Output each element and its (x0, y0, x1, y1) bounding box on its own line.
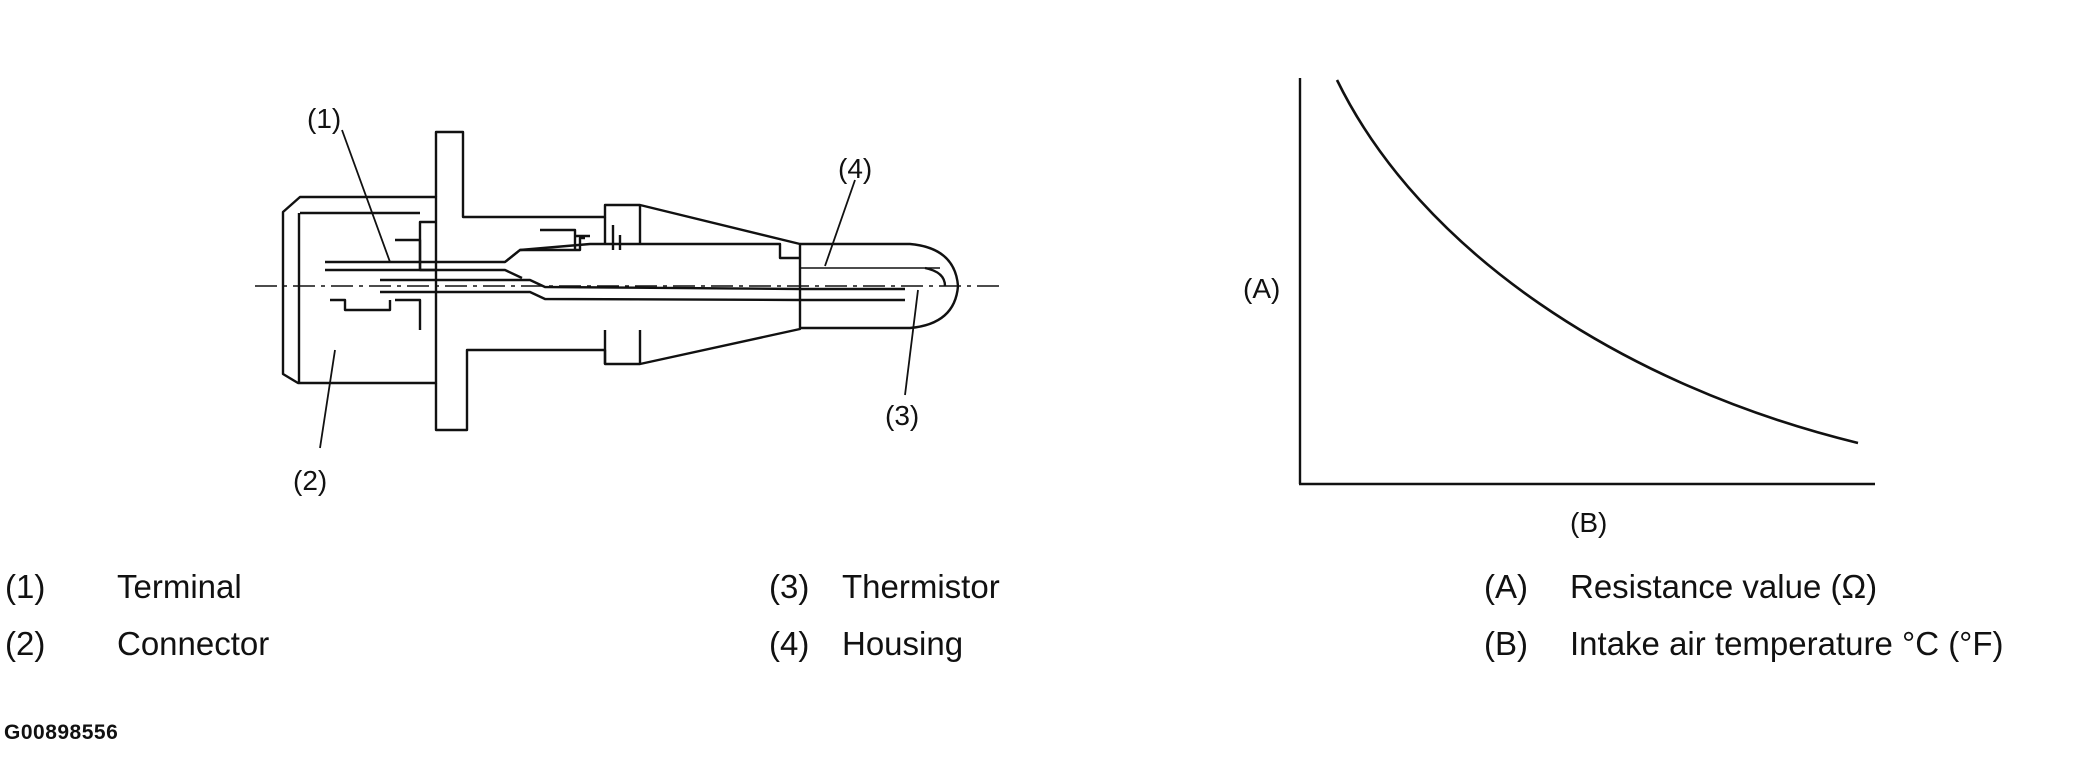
callout-leaders (319, 129, 919, 449)
legend-num: (3) (769, 568, 810, 605)
legend-item-thermistor: (3) Thermistor (769, 567, 1000, 607)
legend-text: Housing (842, 625, 964, 662)
sensor-cross-section (255, 130, 1005, 432)
leader-4 (824, 179, 856, 267)
y-axis-label: (A) (1243, 273, 1280, 304)
leader-1 (341, 129, 391, 263)
legend-item-terminal: (1) Terminal (5, 567, 242, 607)
legend-num: (A) (1484, 568, 1528, 605)
resistance-graph: (A) (B) (1243, 78, 1875, 538)
callout-2: (2) (293, 465, 327, 496)
legend-item-resistance-value: (A) Resistance value (Ω) (1484, 567, 1877, 607)
legend-text: Connector (117, 625, 270, 662)
callout-3: (3) (885, 400, 919, 431)
legend-item-connector: (2) Connector (5, 624, 269, 664)
callout-1: (1) (307, 103, 341, 134)
legend-num: (2) (5, 625, 46, 662)
legend-text: Terminal (117, 568, 242, 605)
terminal-pin (325, 236, 585, 280)
legend-num: (B) (1484, 625, 1528, 662)
legend-text: Thermistor (842, 568, 1000, 605)
leader-3 (904, 289, 919, 396)
x-axis-label: (B) (1570, 507, 1607, 538)
legend-num: (4) (769, 625, 810, 662)
mounting-flange (434, 130, 802, 432)
resistance-curve (1335, 79, 1859, 445)
legend-text: Resistance value (Ω) (1570, 568, 1878, 605)
connector-body (281, 195, 438, 385)
callout-4: (4) (838, 153, 872, 184)
housing-tube (800, 242, 960, 330)
figure-code: G00898556 (4, 721, 119, 744)
legend-item-intake-air-temperature: (B) Intake air temperature °C (°F) (1484, 624, 2004, 664)
legend-num: (1) (5, 568, 46, 605)
legend-item-housing: (4) Housing (769, 624, 963, 664)
leader-2 (319, 349, 336, 449)
legend-text: Intake air temperature °C (°F) (1570, 625, 2004, 662)
